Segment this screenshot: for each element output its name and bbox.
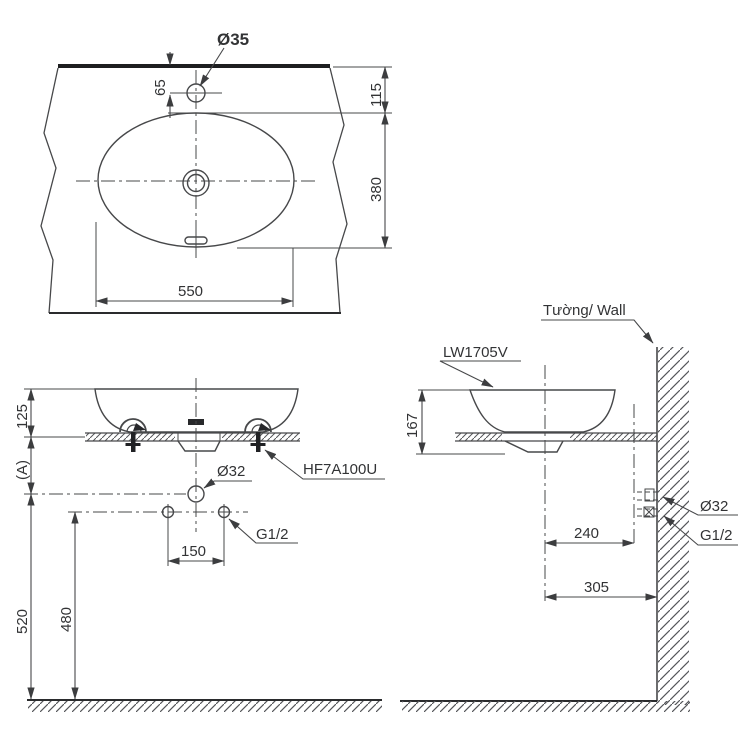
dim-550-text: 550	[178, 283, 203, 300]
fixing-kit-text: HF7A100U	[303, 461, 377, 478]
dim-167-text: 167	[404, 413, 421, 438]
dim-115-text: 115	[368, 83, 385, 107]
faucet-dia-label: Ø35	[217, 30, 249, 49]
drain-dia-leader-side	[662, 496, 738, 516]
wall-fittings	[637, 488, 660, 518]
front-view	[24, 378, 385, 712]
drain-hole-front	[187, 485, 205, 503]
left-break-line	[40, 67, 59, 314]
floor-hatch-left	[28, 701, 382, 712]
drain-dia-leader-front	[203, 478, 252, 489]
fixing-kit-leader	[264, 449, 385, 480]
basin-front-profile	[94, 388, 299, 433]
wall-hatch	[658, 347, 689, 705]
model-leader	[439, 360, 521, 388]
dim-305-text: 305	[584, 579, 609, 596]
supply-thread-text-front: G1/2	[256, 526, 289, 543]
dim-125-text: 125	[14, 404, 31, 429]
dim-240-text: 240	[574, 525, 599, 542]
dimension-texts: Ø35 65 115 380 550 125 (A) 520 480 Ø32 H…	[14, 30, 733, 634]
dim-A-text: (A)	[14, 460, 31, 480]
drain-trap-side	[504, 440, 564, 453]
drain-outer	[182, 169, 210, 197]
faucet-dia-leader	[199, 47, 225, 87]
dim-380-text: 380	[368, 177, 385, 202]
counter-hatch-left	[86, 433, 175, 441]
counter-hatch-side-right	[570, 433, 657, 441]
wall-leader	[541, 319, 654, 344]
counter-hatch-right	[222, 433, 300, 441]
drain-inner	[186, 173, 206, 193]
supply-thread-text-side: G1/2	[700, 527, 733, 544]
dim-150-text: 150	[181, 543, 206, 560]
model-text: LW1705V	[443, 344, 508, 361]
fixing-clip-right	[244, 418, 272, 452]
supply-thread-leader-side	[663, 515, 738, 546]
drain-dia-text-side: Ø32	[700, 498, 728, 515]
wall-text: Tường/ Wall	[543, 302, 626, 319]
drain-dia-text-front: Ø32	[217, 463, 245, 480]
counter-hatch-side-left	[456, 433, 502, 441]
drain-trap-front	[177, 440, 221, 452]
dim-65-text: 65	[152, 79, 169, 96]
side-view	[400, 319, 738, 712]
basin-side-profile	[469, 389, 616, 433]
fixing-clip-left	[119, 418, 147, 452]
dim-480-text: 480	[58, 607, 75, 632]
floor-hatch-right	[402, 701, 690, 712]
supply-thread-leader-front	[228, 518, 298, 544]
right-break-line	[329, 67, 348, 314]
top-view	[40, 47, 392, 314]
dim-520-text: 520	[14, 609, 31, 634]
